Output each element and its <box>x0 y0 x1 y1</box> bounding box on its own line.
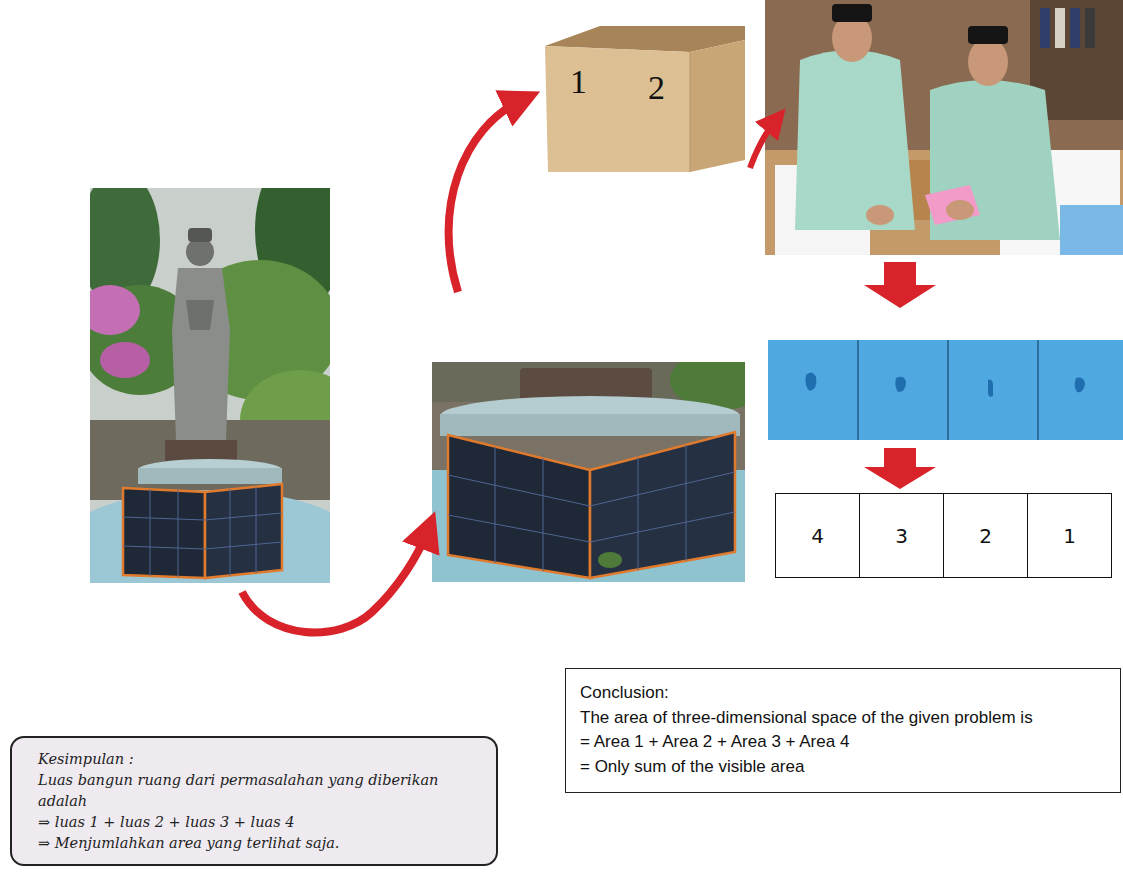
label-text: 1 <box>570 65 587 99</box>
label-text: 3 <box>895 524 908 548</box>
base-close-up-photo <box>432 362 745 582</box>
label-text: Luas bangun ruang dari permasalahan yang… <box>38 770 478 811</box>
red-arrows <box>242 100 776 632</box>
statue-photo <box>90 188 330 583</box>
heading-text: Kesimpulan : <box>38 749 478 769</box>
label-text: = Only sum of the visible area <box>580 755 1106 780</box>
heading-text: Conclusion: <box>580 681 1106 706</box>
label-text: 2 <box>979 524 992 548</box>
down-arrows <box>864 262 936 489</box>
students-photo <box>765 0 1123 255</box>
label-text: 1 <box>1063 524 1076 548</box>
blue-paper-strip <box>768 340 1123 440</box>
numbered-square: 3 <box>859 493 944 578</box>
conclusion-box: Conclusion:The area of three-dimensional… <box>565 668 1121 793</box>
label-text: = Area 1 + Area 2 + Area 3 + Area 4 <box>580 730 1106 755</box>
numbered-box: 12 <box>540 25 745 175</box>
label-text: 4 <box>811 524 824 548</box>
handwritten-conclusion: Kesimpulan :Luas bangun ruang dari perma… <box>10 736 498 866</box>
cardboard-box <box>545 26 745 172</box>
numbered-square: 1 <box>1027 493 1112 578</box>
label-text: 2 <box>648 71 665 105</box>
label-text: The area of three-dimensional space of t… <box>580 706 1106 731</box>
label-text: ⇒ luas 1 + luas 2 + luas 3 + luas 4 <box>38 812 478 832</box>
numbered-square: 4 <box>775 493 860 578</box>
label-text: ⇒ Menjumlahkan area yang terlihat saja. <box>38 833 478 853</box>
numbered-square: 2 <box>943 493 1028 578</box>
